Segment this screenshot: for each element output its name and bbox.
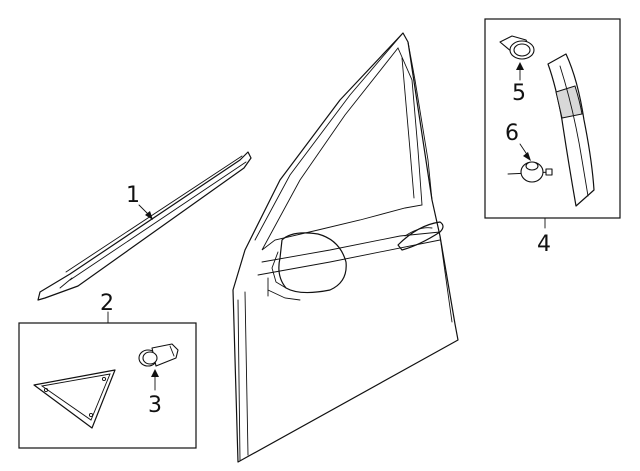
callout-6-label: 6 [505, 121, 519, 146]
group-box-4: 4 5 6 [484, 18, 621, 257]
callout-1: 1 [126, 183, 153, 220]
callout-1-label: 1 [126, 183, 140, 208]
callout-2-label: 2 [100, 291, 114, 316]
belt-moulding [37, 151, 252, 301]
group-box-2: 2 3 [18, 291, 197, 449]
callout-4-label: 4 [537, 232, 551, 257]
callout-3-label: 3 [148, 393, 162, 418]
clip-6 [507, 161, 553, 183]
clip-5 [499, 35, 535, 60]
callout-5-label: 5 [512, 81, 526, 106]
mirror-triangle-moulding [33, 369, 116, 429]
front-door [232, 32, 459, 463]
clip-3 [138, 343, 179, 367]
pillar-garnish [547, 53, 595, 207]
